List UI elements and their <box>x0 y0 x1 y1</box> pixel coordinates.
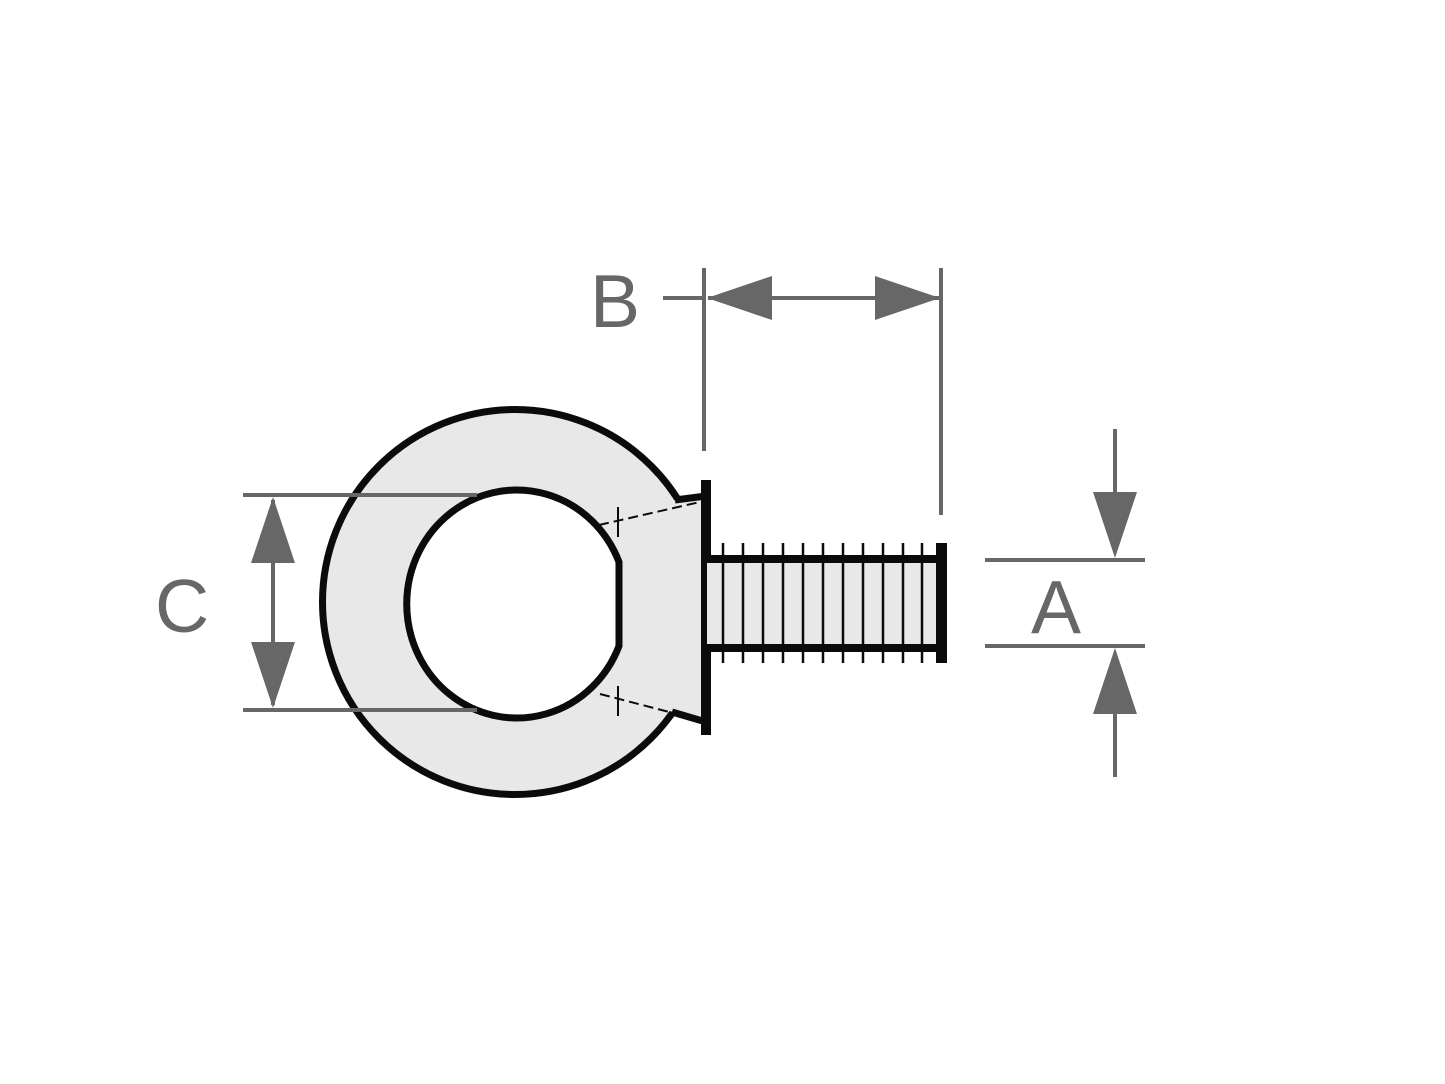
dimension-a-arrowhead-down <box>1093 492 1137 558</box>
neck-edge-bottom <box>671 708 707 726</box>
dimension-b-arrowhead-left <box>707 276 772 320</box>
neck-fill <box>646 497 711 720</box>
dimension-a-label: A <box>1031 565 1081 649</box>
dimension-c-label: C <box>155 564 209 648</box>
shank-end-cap <box>936 543 947 663</box>
neck-edge-top <box>674 492 707 504</box>
chamfer-line-top <box>598 501 701 526</box>
eye-bolt-figure <box>319 406 947 798</box>
dimension-b-label: B <box>590 259 640 343</box>
chamfer-line-bottom <box>599 693 674 714</box>
dimension-c-arrowhead-bottom <box>251 642 295 708</box>
dimension-b: B <box>590 259 943 515</box>
dimension-a-arrowhead-up <box>1093 648 1137 714</box>
dimension-b-arrowhead-right <box>875 276 940 320</box>
dimension-a: A <box>985 429 1145 777</box>
dimension-c-arrowhead-top <box>251 497 295 563</box>
eye-hole <box>403 486 623 722</box>
dimension-c: C <box>155 493 477 712</box>
flange <box>701 480 711 735</box>
